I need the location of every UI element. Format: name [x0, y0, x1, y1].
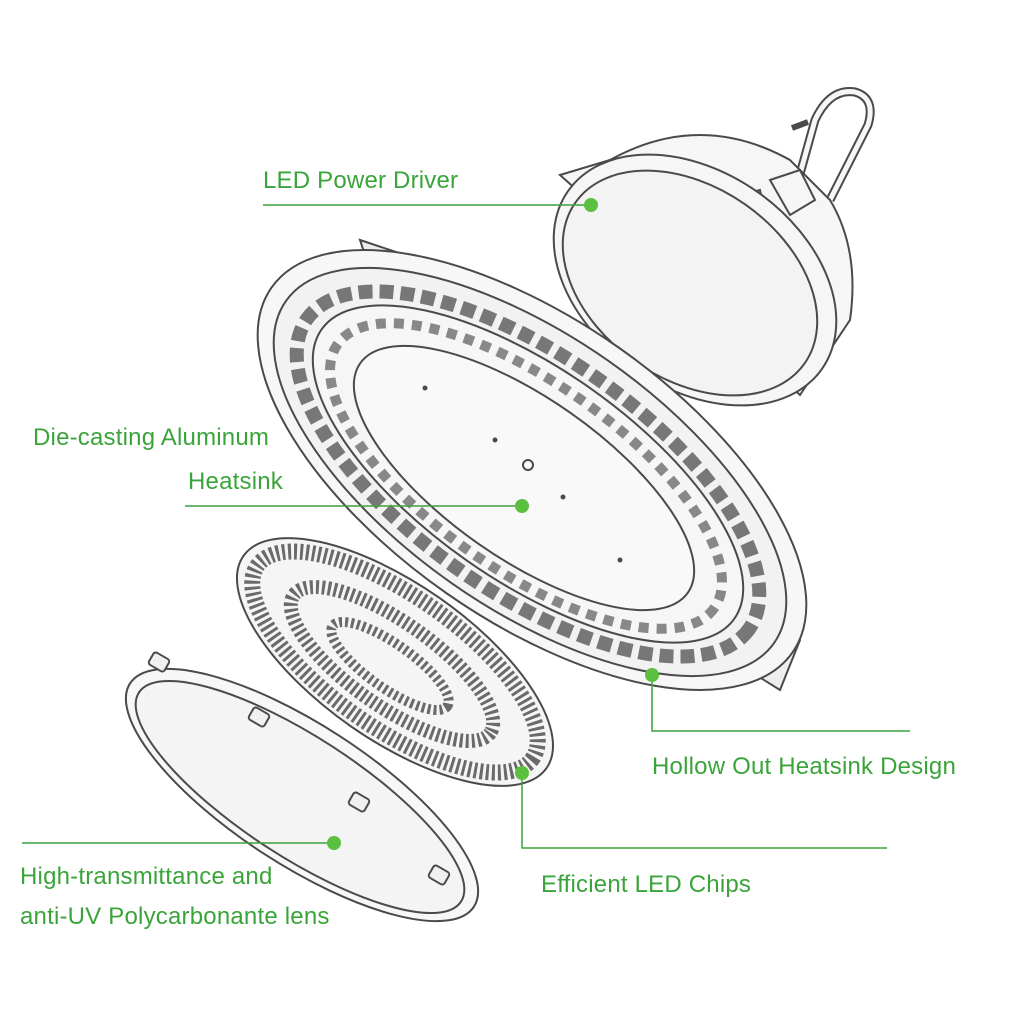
callout-lines: [22, 204, 910, 849]
led-chips-pattern: [244, 543, 546, 781]
lens-clip: [247, 706, 271, 728]
label-heatsink-line1: Die-casting Aluminum: [33, 424, 270, 451]
label-hollow-heatsink-design: Hollow Out Heatsink Design: [652, 753, 956, 780]
label-heatsink-line2: Heatsink: [188, 468, 283, 495]
led-power-driver-part: [552, 87, 875, 407]
polycarbonate-lens: [124, 651, 480, 923]
label-lens-line1: High-transmittance and: [20, 863, 273, 890]
aluminum-heatsink-part: [256, 238, 808, 692]
label-led-power-driver: LED Power Driver: [263, 167, 459, 194]
callout-dot-chips: [515, 766, 529, 780]
heatsink-hollow-slots: [289, 284, 767, 664]
label-led-chips: Efficient LED Chips: [541, 871, 752, 898]
callout-dot-heatsink: [515, 499, 529, 513]
lens-clip: [147, 651, 171, 673]
label-lens-line2: anti-UV Polycarbonante lens: [20, 903, 330, 930]
callout-line-chips: [521, 773, 887, 849]
callout-dot-driver: [584, 198, 598, 212]
driver-bracket: [768, 168, 817, 217]
heatsink-center-plate: [352, 344, 696, 612]
callout-dot-lens: [327, 836, 341, 850]
callout-dot-hollow: [645, 668, 659, 682]
hanging-hook-inner: [787, 89, 873, 211]
callout-line-hollow: [651, 675, 910, 732]
callout-dots: [327, 198, 659, 850]
led-chips-board: [235, 537, 555, 787]
lens-clip: [427, 864, 451, 886]
lens-clip: [347, 791, 371, 813]
